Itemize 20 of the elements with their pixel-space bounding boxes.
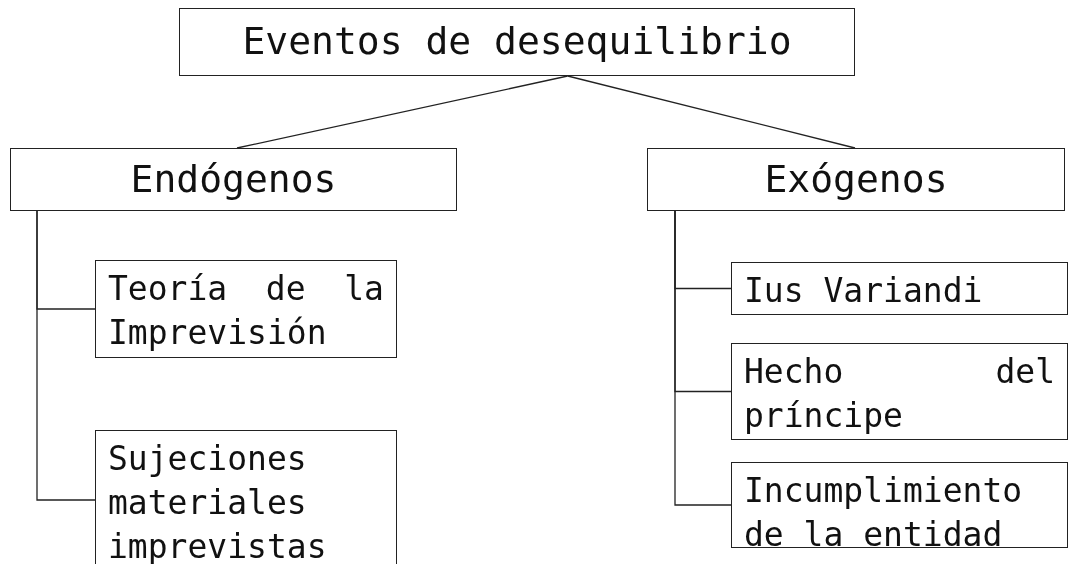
box-label: Eventos de desequilibrio — [242, 19, 792, 65]
box-label: Hecho del príncipe — [744, 351, 1055, 437]
box-label: Teoría de la Imprevisión — [108, 268, 384, 354]
text-box — [731, 262, 1068, 315]
text-box — [731, 343, 1068, 440]
box-label: Exógenos — [764, 156, 948, 203]
connector-line — [674, 210, 732, 506]
box-label: Endógenos — [130, 156, 337, 203]
text-box — [95, 430, 397, 564]
box-label: Sujeciones materiales imprevistas — [108, 438, 328, 564]
text-box — [95, 260, 397, 358]
connector-line — [36, 210, 96, 501]
connector-line — [236, 75, 569, 149]
text-box — [647, 148, 1065, 211]
text-box — [10, 148, 457, 211]
text-box — [731, 462, 1068, 548]
text-box — [179, 8, 855, 76]
box-label: Incumplimiento de la entidad — [744, 470, 1024, 556]
box-label: Ius Variandi — [744, 270, 984, 312]
connector-line — [567, 75, 856, 149]
